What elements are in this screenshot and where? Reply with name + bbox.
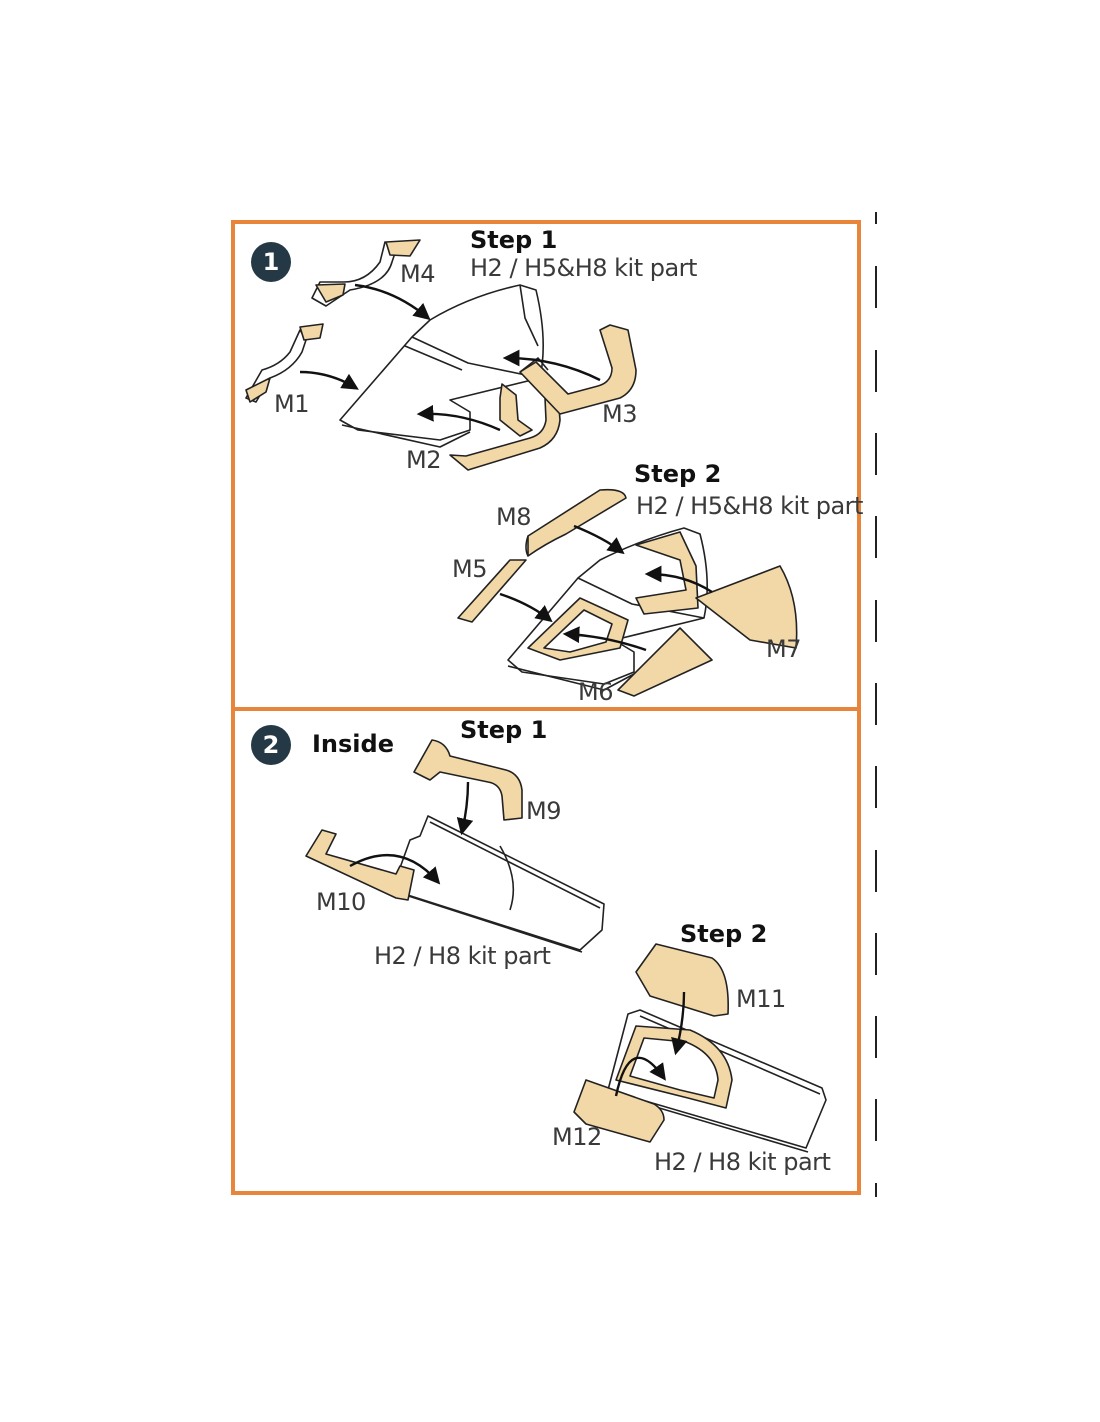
mask-m12 bbox=[573, 1079, 665, 1143]
mask-m5 bbox=[457, 559, 527, 623]
inside-heading: Inside bbox=[312, 730, 394, 758]
inside-step1-kit-part-label: H2 / H8 kit part bbox=[374, 942, 551, 970]
canopy-part-step1 bbox=[339, 284, 544, 448]
mask-label-m2: M2 bbox=[406, 446, 441, 474]
mask-m8 bbox=[525, 488, 627, 557]
mask-m9 bbox=[413, 739, 523, 821]
mask-m3 bbox=[519, 324, 637, 415]
mask-label-m5: M5 bbox=[452, 555, 487, 583]
mask-label-m3: M3 bbox=[602, 400, 637, 428]
inside-step1-title: Step 1 bbox=[460, 716, 548, 744]
canopy-inside-step2 bbox=[607, 1009, 827, 1153]
mask-label-m11: M11 bbox=[736, 985, 786, 1013]
step1-kit-part-label: H2 / H5&H8 kit part bbox=[470, 254, 697, 282]
mask-m11 bbox=[635, 943, 729, 1017]
mask-m10 bbox=[305, 829, 415, 901]
step-badge-2: 2 bbox=[251, 725, 291, 765]
mask-m7 bbox=[695, 565, 798, 649]
mask-label-m6: M6 bbox=[578, 678, 613, 706]
step2-title: Step 2 bbox=[634, 460, 722, 488]
mask-label-m4: M4 bbox=[400, 260, 435, 288]
mask-label-m8: M8 bbox=[496, 503, 531, 531]
instruction-panel-2 bbox=[231, 707, 861, 1195]
mask-label-m1: M1 bbox=[274, 390, 309, 418]
step1-title: Step 1 bbox=[470, 226, 558, 254]
inside-step2-kit-part-label: H2 / H8 kit part bbox=[654, 1148, 831, 1176]
step-badge-1: 1 bbox=[251, 242, 291, 282]
mask-m6 bbox=[617, 627, 713, 697]
mask-m1 bbox=[245, 323, 324, 403]
step2-kit-part-label: H2 / H5&H8 kit part bbox=[636, 492, 863, 520]
inside-step2-title: Step 2 bbox=[680, 920, 768, 948]
canopy-inside-step1 bbox=[391, 815, 605, 953]
mask-m4 bbox=[311, 239, 421, 307]
mask-label-m10: M10 bbox=[316, 888, 366, 916]
mask-label-m12: M12 bbox=[552, 1123, 602, 1151]
mask-label-m9: M9 bbox=[526, 797, 561, 825]
mask-label-m7: M7 bbox=[766, 635, 801, 663]
